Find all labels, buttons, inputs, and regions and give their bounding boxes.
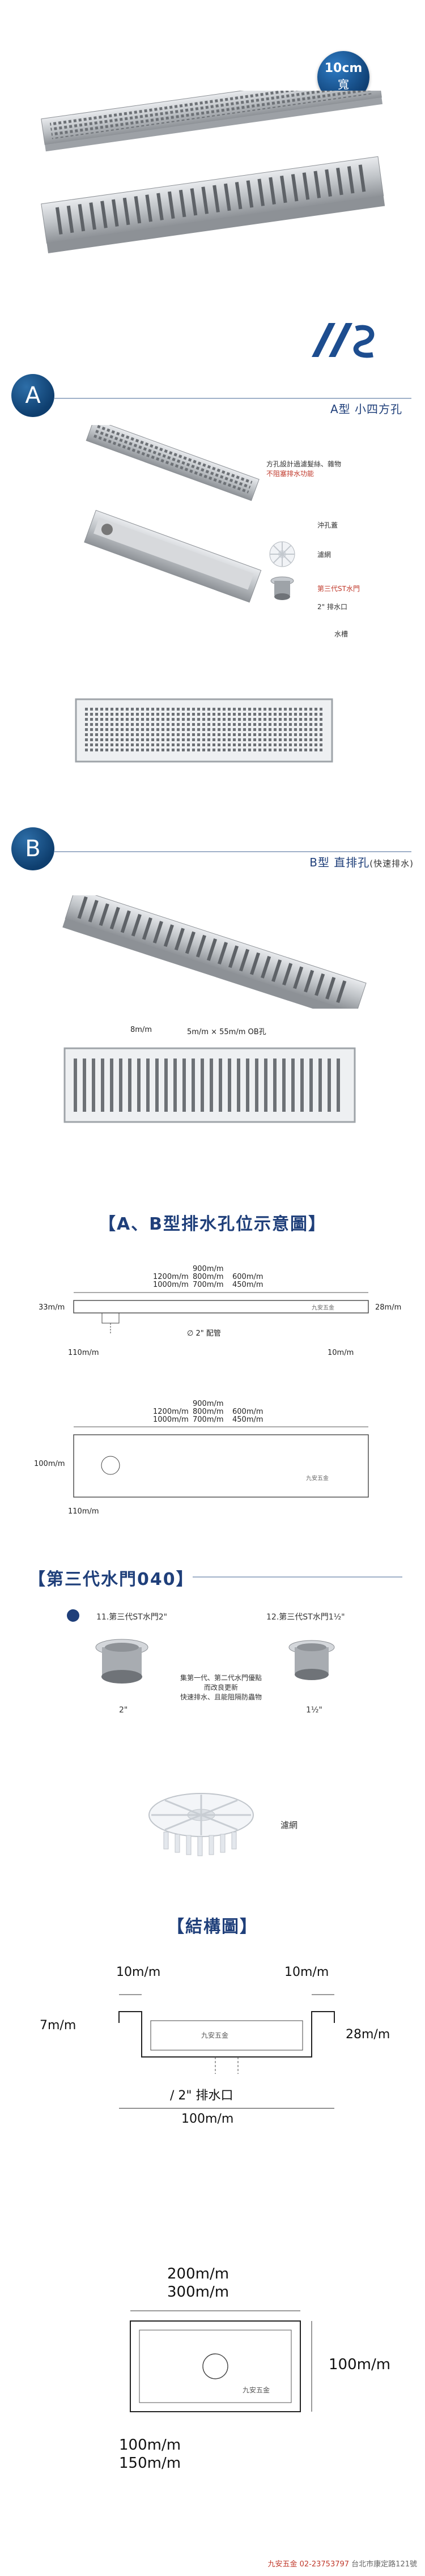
- label-outlet: 2" 排水口: [317, 603, 347, 611]
- section-b-top-view: [63, 1047, 356, 1123]
- size-badge-value: 10cm: [324, 61, 363, 75]
- pipe-label: ∅ 2" 配管: [187, 1329, 221, 1338]
- valve-icon: [270, 576, 294, 600]
- label-filter: 濾網: [317, 551, 332, 559]
- valve-2inch-image: [95, 1639, 148, 1684]
- valve-divider: [193, 1576, 402, 1578]
- struct-dim-left: 7m/m: [40, 2018, 76, 2033]
- top-len-left-2: 1000m/m: [153, 1415, 189, 1424]
- section-b-badge: B: [11, 827, 54, 870]
- side-offset-right: 10m/m: [328, 1349, 354, 1357]
- plan-bottom-2: 150m/m: [119, 2455, 181, 2472]
- section-a-title: A型 小四方孔: [330, 402, 402, 416]
- plan-bottom-1: 100m/m: [119, 2437, 181, 2454]
- len-mid-2: 800m/m: [193, 1273, 224, 1281]
- structure-heading: 【結構圖】: [167, 1917, 258, 1937]
- valve-description: 集第一代、第二代水門優點 而改良更新 快速排水、且能阻隔防蟲物: [164, 1673, 278, 1702]
- section-b: B B型 直排孔(快速排水) 8m/m: [0, 827, 425, 1145]
- len-right-2: 450m/m: [232, 1281, 264, 1289]
- valve-desc-line-2: 而改良更新: [203, 1684, 238, 1691]
- valve-item-12: 12.第三代ST水門1½": [266, 1613, 345, 1622]
- diagram-position-heading: 【A、B型排水孔位示意圖】: [98, 1214, 327, 1234]
- len-left-2: 1000m/m: [153, 1281, 189, 1289]
- len-left-1: 1200m/m: [153, 1273, 189, 1281]
- section-a: A A型 小四方孔 方孔設計過濾髮絲、雜物 不阻塞排水功能 沖孔蓋 濾網 第三代…: [0, 374, 425, 805]
- structure-section-drawing: 九安五金: [118, 1994, 335, 2074]
- hero-trough-b: [41, 156, 385, 253]
- section-a-divider: [54, 398, 411, 399]
- annotation-no-clog: 不阻塞排水功能: [266, 470, 314, 478]
- top-len-mid-3: 700m/m: [193, 1415, 224, 1424]
- footer: 九安五金 02-23753797 台北市康定路121號: [267, 2558, 417, 2569]
- plan-top-1: 200m/m: [167, 2265, 230, 2282]
- top-view-brand-stamp: 九安五金: [306, 1474, 329, 1482]
- valve-1half-inch-image: [288, 1640, 335, 1680]
- valve-bullet: [67, 1609, 79, 1622]
- annotation-block: 方孔設計過濾髮絲、雜物 不阻塞排水功能: [266, 459, 419, 478]
- len-mid-1: 900m/m: [193, 1265, 224, 1273]
- valve-size-1half: 1½": [306, 1706, 322, 1715]
- annotation-hair-filter: 方孔設計過濾髮絲、雜物: [266, 460, 342, 468]
- len-mid-3: 700m/m: [193, 1281, 224, 1289]
- struct-width: 100m/m: [181, 2112, 234, 2126]
- section-b-divider: [54, 851, 411, 852]
- top-len-right-2: 450m/m: [232, 1415, 264, 1424]
- top-width-label: 100m/m: [34, 1460, 65, 1468]
- struct-dim-right: 28m/m: [346, 2027, 390, 2042]
- filter-icon: [269, 541, 295, 567]
- hero-product-images: [41, 91, 385, 253]
- section-b-title-note: (快速排水): [369, 858, 414, 869]
- filter-screen-label: 濾網: [280, 1820, 298, 1830]
- plan-brand-stamp: 九安五金: [243, 2386, 270, 2394]
- top-len-left-1: 1200m/m: [153, 1408, 189, 1416]
- side-left-height: 33m/m: [39, 1303, 65, 1312]
- label-trough-body: 水槽: [334, 630, 348, 638]
- len-right-1: 600m/m: [232, 1273, 264, 1281]
- section-a-exploded-view: [84, 425, 262, 603]
- side-view-brand-stamp: 九安五金: [312, 1304, 334, 1311]
- plan-right: 100m/m: [329, 2356, 391, 2373]
- valve-desc-line-1: 集第一代、第二代水門優點: [180, 1674, 262, 1682]
- top-len-mid-2: 800m/m: [193, 1408, 224, 1416]
- struct-dim-top-left: 10m/m: [116, 1965, 161, 1979]
- section-a-badge: A: [11, 374, 54, 417]
- side-right-height: 28m/m: [375, 1303, 402, 1312]
- struct-width-line: [119, 2108, 334, 2109]
- brand-logo: [312, 323, 375, 358]
- section-a-top-view: [75, 698, 333, 763]
- label-slot-size: 5m/m × 55m/m OB孔: [187, 1028, 266, 1036]
- struct-dim-top-right: 10m/m: [284, 1965, 329, 1979]
- footer-phone: 02-23753797: [299, 2560, 350, 2569]
- top-view-drawing: 九安五金: [73, 1426, 369, 1498]
- label-st-valve: 第三代ST水門: [317, 585, 360, 593]
- footer-address: 台北市康定路121號: [351, 2560, 417, 2569]
- valve-desc-line-3: 快速排水、且能阻隔防蟲物: [180, 1693, 262, 1701]
- footer-brand: 九安五金: [267, 2560, 298, 2569]
- section-b-title: B型 直排孔(快速排水): [309, 856, 414, 869]
- plan-view-drawing: 九安五金: [130, 2310, 312, 2412]
- struct-outlet: / 2" 排水口: [170, 2089, 233, 2103]
- valve-size-2: 2": [119, 1706, 128, 1715]
- side-offset-left: 110m/m: [68, 1349, 99, 1357]
- valve-item-11: 11.第三代ST水門2": [96, 1613, 168, 1622]
- section-b-product: [62, 895, 367, 1009]
- top-len-mid-1: 900m/m: [193, 1400, 224, 1408]
- valve-heading: 【第三代水門040】: [28, 1570, 194, 1589]
- structure-brand-stamp: 九安五金: [201, 2031, 228, 2039]
- label-punch-cover: 沖孔蓋: [317, 521, 338, 529]
- filter-screen-image: [148, 1793, 254, 1856]
- top-offset-bottom: 110m/m: [68, 1507, 99, 1516]
- side-view-drawing: 九安五金: [73, 1292, 369, 1334]
- plan-top-2: 300m/m: [167, 2284, 230, 2301]
- top-len-right-1: 600m/m: [232, 1408, 264, 1416]
- hero-cover-a: [41, 91, 383, 152]
- label-slot-width: 8m/m: [130, 1026, 152, 1034]
- size-badge-unit: 寬: [338, 78, 349, 91]
